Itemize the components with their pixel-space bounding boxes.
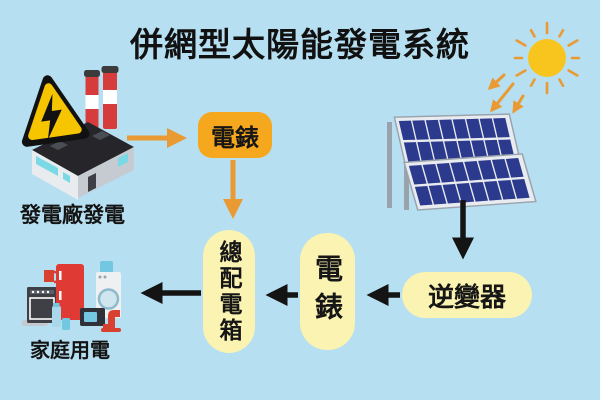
inverter-box: 逆變器: [402, 272, 532, 318]
power-plant-caption: 發電廠發電: [20, 204, 125, 227]
main-distribution-box: 總配電箱: [203, 230, 255, 353]
sunlight-arrows: [487, 73, 525, 114]
home-appliances-icon: [22, 261, 121, 332]
high-voltage-warning-icon: [21, 75, 90, 147]
grid-flow-arrows: [127, 128, 243, 219]
diagram-title: 併網型太陽能發電系統: [130, 26, 470, 63]
solar-flow-arrows: [140, 200, 474, 306]
power-plant-icon: [21, 66, 134, 200]
household-caption: 家庭用電: [30, 340, 110, 362]
solar-meter-box: 電錶: [300, 233, 355, 350]
solar-panel-icon: [387, 113, 537, 211]
sun-icon: [513, 21, 581, 95]
grid-meter-box: 電錶: [198, 112, 272, 158]
